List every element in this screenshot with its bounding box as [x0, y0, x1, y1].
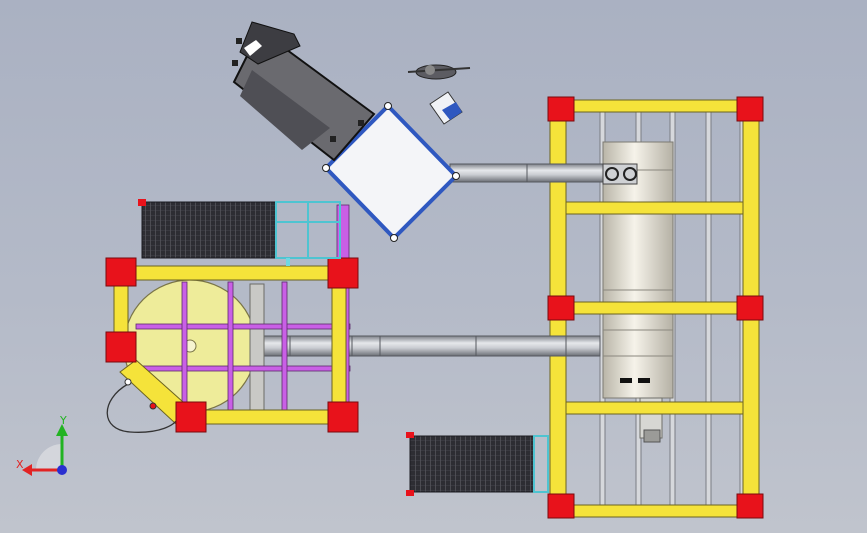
truck: [232, 21, 376, 162]
tower-corner-posts: [547, 96, 764, 519]
stair-access: [106, 359, 193, 433]
upper-pipe: [449, 163, 611, 183]
platform-corner-posts: [105, 257, 359, 433]
triad-x-label: X: [16, 458, 24, 471]
right-tower-frame: [547, 96, 764, 519]
loose-component: [407, 64, 471, 80]
left-platform: [105, 204, 359, 433]
platform-yellow-beams: [113, 264, 357, 425]
hopper: [322, 102, 460, 242]
axis-triad: [22, 424, 68, 476]
z-axis-dot: [57, 465, 67, 475]
triad-y-label: Y: [60, 414, 67, 427]
bottom-walkway: [406, 432, 549, 496]
top-walkway: [138, 199, 341, 266]
blue-block: [429, 91, 463, 125]
tower-cylinder: [602, 141, 674, 443]
